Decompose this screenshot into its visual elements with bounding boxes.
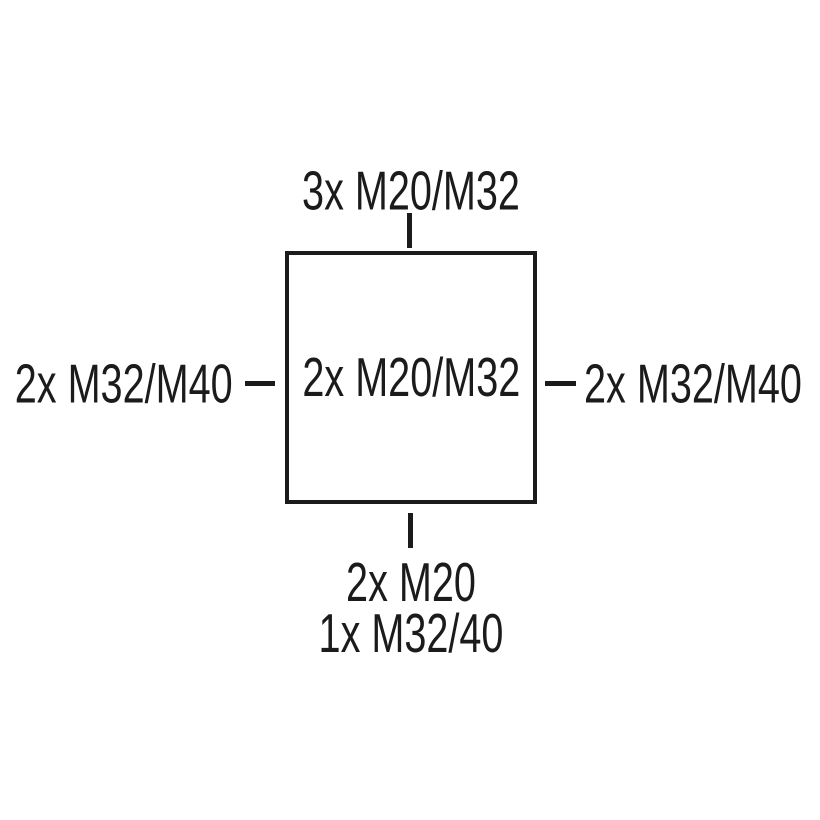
- left-entries-label: 2x M32/M40: [15, 352, 233, 415]
- enclosure-capacity-label: 2x M20/M32: [302, 346, 520, 408]
- top-entries-label: 3x M20/M32: [302, 159, 520, 222]
- bottom-entries-label: 2x M20 1x M32/40: [283, 551, 540, 664]
- right-entry-tick: [545, 381, 576, 386]
- right-entries-label: 2x M32/M40: [584, 352, 802, 415]
- enclosure-box: 2x M20/M32: [285, 251, 537, 504]
- bottom-entries-line-1: 2x M20: [346, 551, 476, 613]
- top-entry-tick: [407, 213, 412, 248]
- bottom-entry-tick: [408, 513, 413, 548]
- bottom-entries-line-2: 1x M32/40: [318, 602, 504, 664]
- left-entry-tick: [245, 381, 275, 386]
